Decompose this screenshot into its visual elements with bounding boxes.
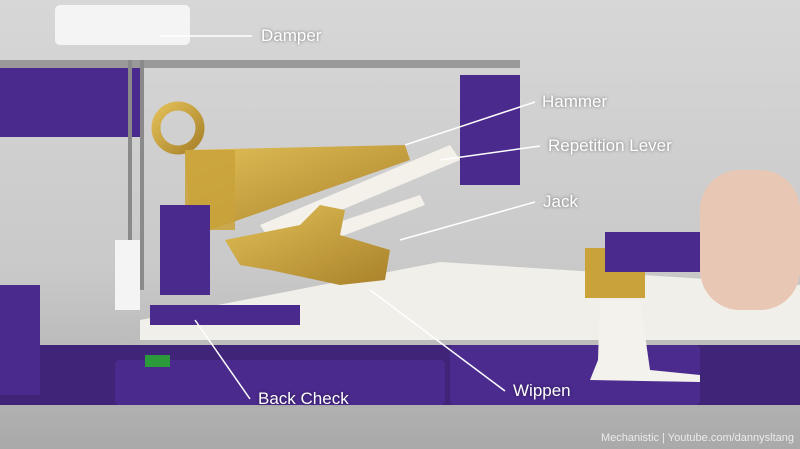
label-damper: Damper [261,26,322,45]
label-jack: Jack [543,192,578,211]
credit-watermark: Mechanistic | Youtube.com/dannysltang [600,432,794,444]
damper-part [55,5,190,45]
wippen-part [225,205,390,285]
hammer-part [151,101,205,155]
purple-frame-left [0,62,140,137]
purple-frame-right [460,75,520,185]
label-repetition-lever: Repetition Lever [548,136,672,155]
label-back-check: Back Check [258,389,349,408]
label-wippen: Wippen [513,381,571,400]
label-hammer: Hammer [542,92,608,111]
finger [700,170,800,310]
leader-lines [160,35,541,400]
steel-rod [0,60,520,68]
